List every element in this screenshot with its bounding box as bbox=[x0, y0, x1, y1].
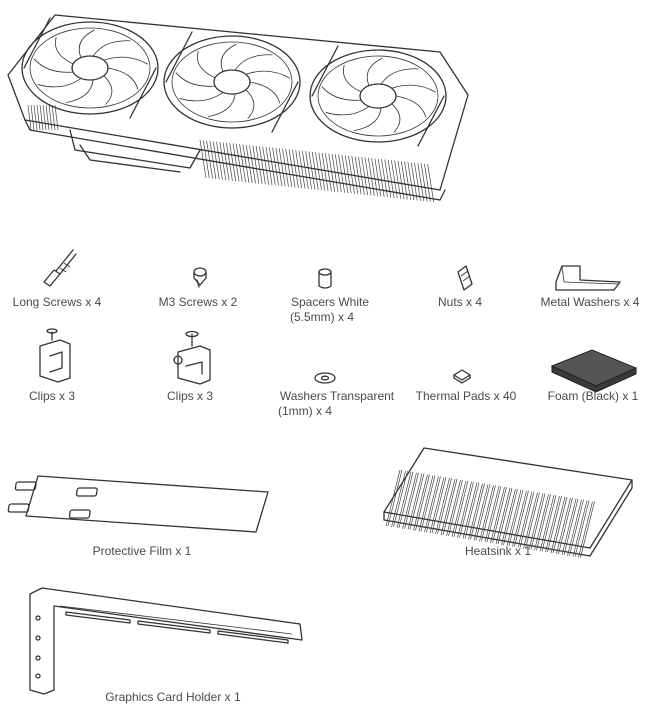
label-spacers-line1: Spacers White bbox=[290, 295, 370, 309]
nut-illustration bbox=[457, 265, 473, 291]
label-spacers: Spacers White (5.5mm) x 4 bbox=[270, 295, 390, 325]
transparent-washer-illustration bbox=[314, 372, 336, 384]
label-clips-a: Clips x 3 bbox=[28, 389, 75, 403]
label-spacers-line2: (5.5mm) x 4 bbox=[290, 310, 355, 324]
label-washers-line1: Washers Transparent bbox=[279, 389, 395, 403]
label-thermal-pads: Thermal Pads x 40 bbox=[415, 389, 517, 403]
thermal-pad-illustration bbox=[453, 369, 471, 384]
metal-washer-illustration bbox=[555, 265, 621, 291]
label-long-screws: Long Screws x 4 bbox=[12, 295, 102, 309]
label-graphics-card-holder: Graphics Card Holder x 1 bbox=[105, 690, 241, 704]
label-heatsink: Heatsink x 1 bbox=[464, 544, 532, 558]
clip-a-illustration bbox=[39, 328, 71, 383]
clip-b-illustration bbox=[173, 330, 211, 385]
long-screw-illustration bbox=[43, 249, 77, 287]
label-washers: Washers Transparent (1mm) x 4 bbox=[270, 389, 404, 419]
graphics-card-holder-illustration bbox=[29, 587, 303, 695]
label-washers-line2: (1mm) x 4 bbox=[278, 404, 332, 418]
m3-screw-illustration bbox=[193, 267, 207, 288]
triple-fan-cooler-illustration bbox=[7, 14, 469, 203]
black-foam-illustration bbox=[550, 349, 638, 393]
label-metal-washers: Metal Washers x 4 bbox=[540, 295, 640, 309]
label-foam: Foam (Black) x 1 bbox=[547, 389, 639, 403]
spacer-illustration bbox=[318, 268, 332, 289]
label-clips-b: Clips x 3 bbox=[166, 389, 213, 403]
heatsink-illustration bbox=[383, 447, 633, 558]
cooler-heatsink-fins bbox=[27, 104, 435, 203]
label-nuts: Nuts x 4 bbox=[437, 295, 482, 309]
protective-film-illustration bbox=[7, 475, 269, 533]
label-protective-film: Protective Film x 1 bbox=[92, 544, 192, 558]
label-m3-screws: M3 Screws x 2 bbox=[158, 295, 238, 309]
